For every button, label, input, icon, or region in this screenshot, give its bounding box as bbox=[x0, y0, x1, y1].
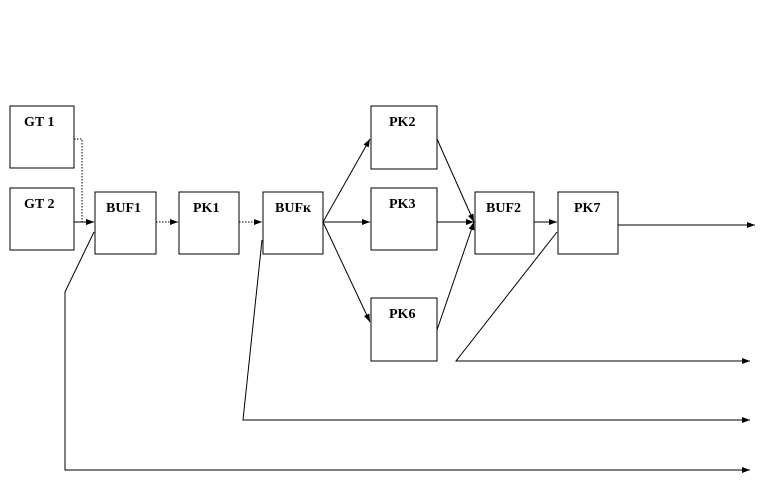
node-gt2: GT 2 bbox=[9, 187, 75, 251]
node-pk2: PK2 bbox=[370, 105, 438, 170]
node-pk7: PK7 bbox=[557, 191, 619, 255]
node-buf1: BUF1 bbox=[94, 191, 157, 255]
edge-pk7-output-2 bbox=[454, 231, 750, 364]
connectors bbox=[64, 138, 755, 473]
node-gt1-label: GT 1 bbox=[24, 115, 54, 130]
node-bufk-label: BUFк bbox=[275, 201, 312, 216]
node-bufk: BUFк bbox=[262, 191, 324, 255]
node-pk6-label: PK6 bbox=[389, 307, 415, 322]
edge-pk2-buf2 bbox=[436, 138, 475, 223]
edge-buf1-output bbox=[64, 231, 750, 473]
node-gt2-label: GT 2 bbox=[24, 197, 54, 212]
node-pk3: PK3 bbox=[370, 187, 438, 251]
node-buf1-label: BUF1 bbox=[106, 201, 141, 216]
edge-bufk-pk2 bbox=[322, 138, 371, 223]
node-pk2-label: PK2 bbox=[389, 115, 415, 130]
node-pk6: PK6 bbox=[370, 297, 438, 362]
edge-bufk-pk6 bbox=[322, 221, 371, 323]
edge-gt1-buf1 bbox=[74, 138, 94, 225]
node-pk3-label: PK3 bbox=[389, 197, 415, 212]
node-buf2-label: BUF2 bbox=[486, 201, 521, 216]
node-pk7-label: PK7 bbox=[574, 201, 600, 216]
edge-pk6-buf2 bbox=[436, 221, 475, 331]
node-buf2: BUF2 bbox=[474, 191, 535, 255]
node-pk1: PK1 bbox=[178, 191, 240, 255]
node-pk1-label: PK1 bbox=[193, 201, 219, 216]
edge-bufk-output bbox=[242, 239, 750, 423]
node-gt1: GT 1 bbox=[9, 105, 75, 169]
